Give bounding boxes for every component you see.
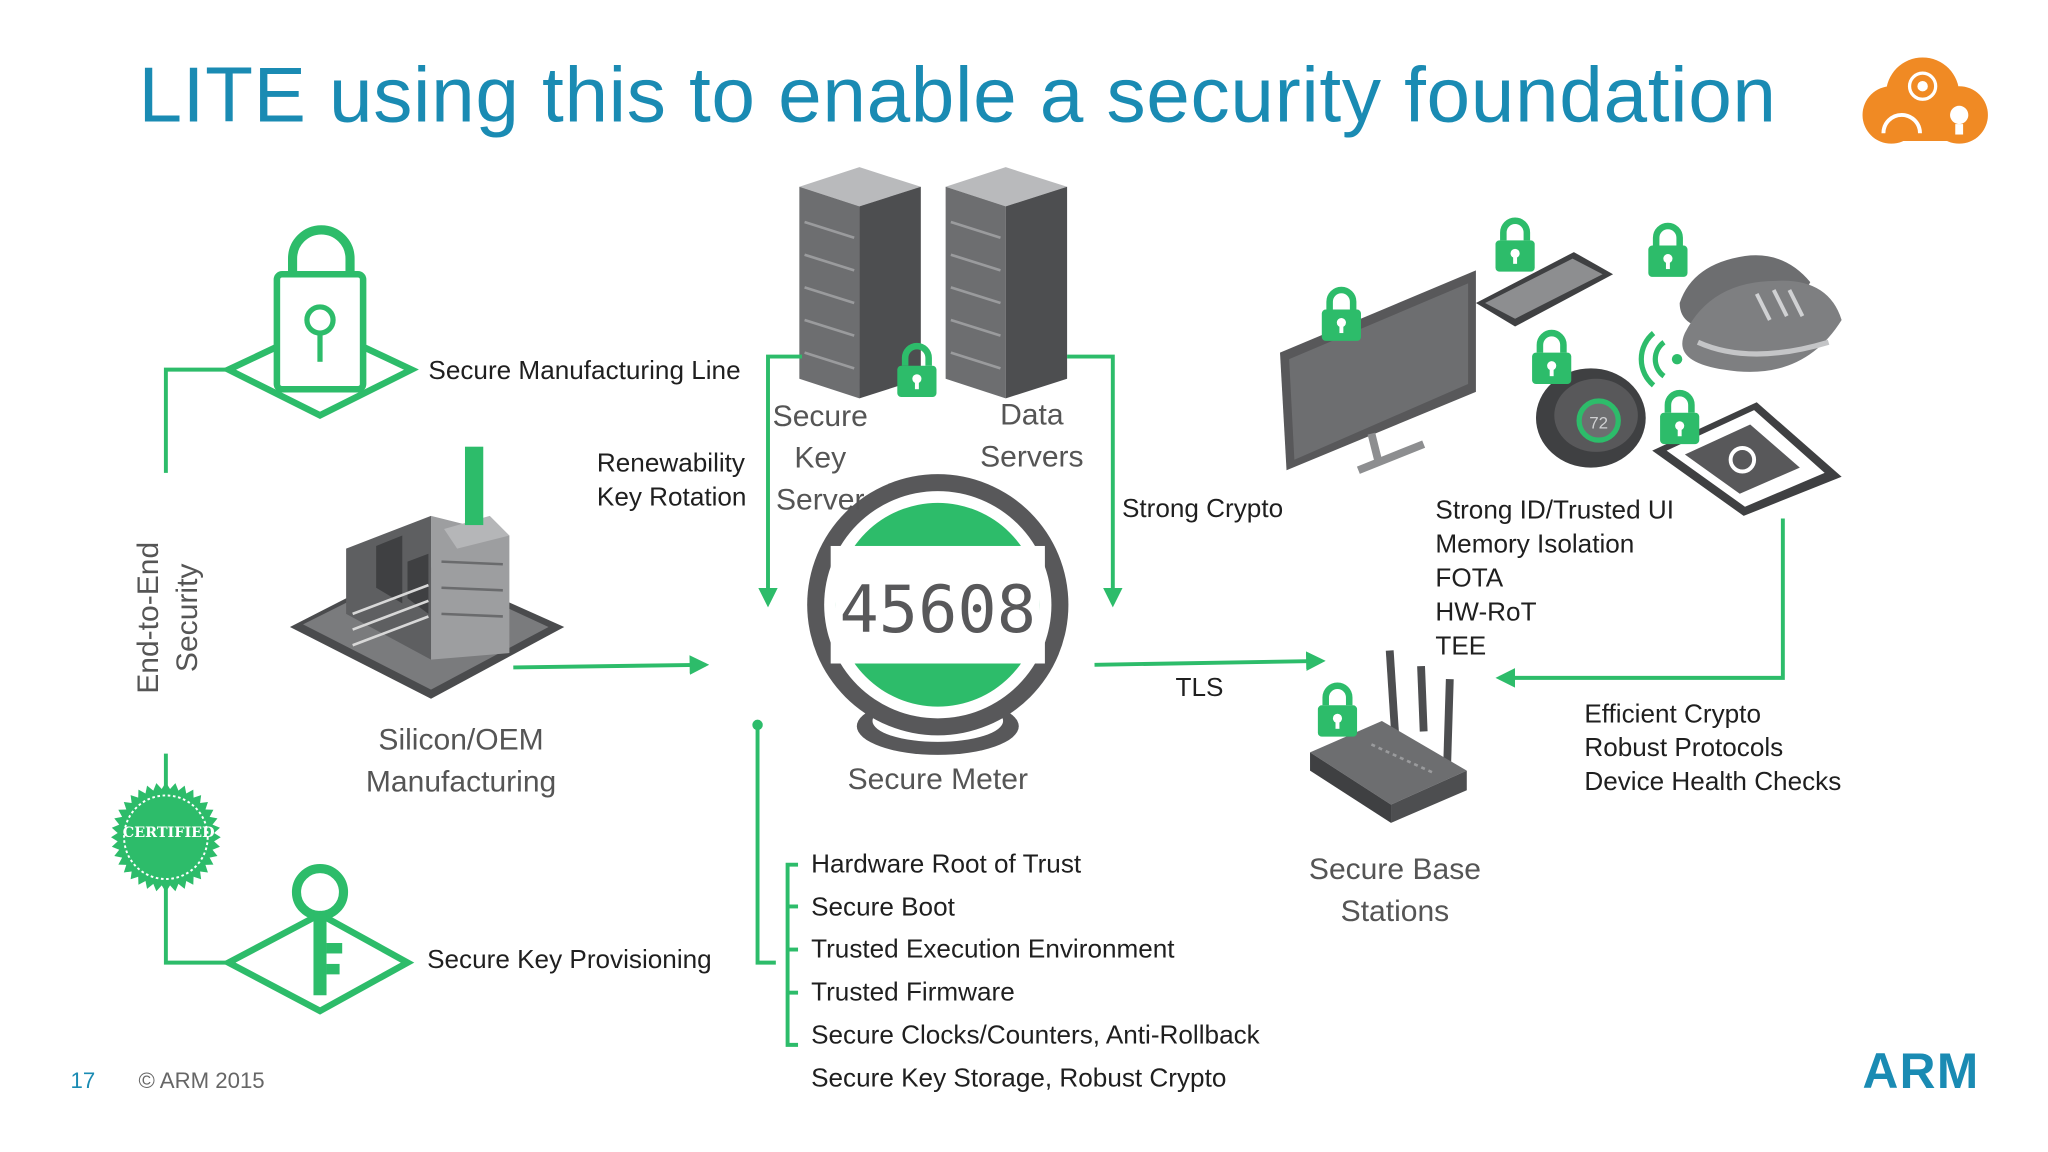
secure-key-provisioning-key-icon	[221, 863, 415, 1015]
base-feature-item: Robust Protocols	[1584, 734, 1784, 763]
data-servers-line2: Servers	[980, 438, 1084, 473]
silicon-oem-line1: Silicon/OEM	[378, 722, 544, 757]
secure-key-provisioning-label: Secure Key Provisioning	[427, 945, 712, 975]
device-feature-item: Strong ID/Trusted UI	[1435, 496, 1674, 526]
meter-reading: 45608	[840, 572, 1037, 648]
meter-features-bracket	[752, 719, 799, 1047]
phone-icon	[1475, 221, 1614, 327]
factory-to-meter-arrow	[513, 655, 710, 675]
secure-manufacturing-padlock-icon	[221, 225, 419, 419]
base-station-line2: Stations	[1340, 893, 1450, 928]
key-server-to-meter-arrow	[758, 354, 802, 608]
end-to-end-security-label: End-to-End Security	[128, 542, 206, 694]
certified-seal-icon	[111, 782, 221, 893]
page-number: 17	[70, 1068, 96, 1094]
side-label-line1: End-to-End	[130, 541, 165, 694]
renewability-label: Renewability Key Rotation	[597, 447, 747, 515]
device-features-list: Strong ID/Trusted UI Memory Isolation FO…	[1435, 494, 1674, 664]
meter-feature-item: Secure Key Storage, Robust Crypto	[811, 1063, 1227, 1093]
meter-to-base-station-arrow	[1094, 651, 1326, 671]
device-feature-item: HW-RoT	[1435, 598, 1537, 627]
meter-feature-item: Trusted Firmware	[811, 978, 1015, 1008]
secure-manufacturing-line-label: Secure Manufacturing Line	[428, 356, 741, 386]
key-server-line3: Server	[775, 481, 865, 516]
base-feature-item: Efficient Crypto	[1584, 700, 1761, 729]
slide-title: LITE using this to enable a security fou…	[138, 50, 1777, 139]
data-servers-label: Data Servers	[967, 393, 1098, 477]
side-label-line2: Security	[169, 563, 204, 673]
secure-key-server-label: Secure Key Server	[768, 394, 872, 519]
data-servers-line1: Data	[1000, 397, 1064, 432]
data-servers-icon	[945, 167, 1068, 399]
arm-logo: ARM	[1862, 1044, 1980, 1100]
cloud-logo-icon	[1862, 57, 1988, 144]
thermostat-icon: 72	[1532, 333, 1646, 468]
meter-feature-item: Secure Boot	[811, 892, 955, 922]
secure-meter-icon: 45608	[807, 474, 1069, 755]
silicon-oem-label: Silicon/OEM Manufacturing	[337, 718, 585, 802]
data-servers-to-meter-arrow	[1067, 354, 1123, 608]
tv-icon	[1279, 270, 1476, 474]
meter-feature-item: Secure Clocks/Counters, Anti-Rollback	[811, 1021, 1260, 1050]
device-feature-item: TEE	[1435, 632, 1487, 661]
strong-crypto-label: Strong Crypto	[1121, 495, 1284, 524]
tablet-icon	[1652, 393, 1842, 516]
base-station-line1: Secure Base	[1308, 851, 1481, 886]
copyright-text: © ARM 2015	[138, 1068, 265, 1094]
secure-base-stations-label: Secure Base Stations	[1290, 848, 1499, 932]
wireless-signal-icon	[1638, 331, 1683, 388]
meter-feature-item: Trusted Execution Environment	[811, 935, 1175, 965]
base-feature-item: Device Health Checks	[1584, 767, 1842, 797]
device-feature-item: Memory Isolation	[1435, 530, 1635, 560]
base-station-router-icon	[1310, 650, 1467, 823]
key-server-line2: Key	[794, 440, 847, 475]
thermostat-reading: 72	[1589, 413, 1608, 432]
tls-label: TLS	[1175, 673, 1224, 703]
certified-seal-text: CERTIFIED	[122, 824, 215, 842]
silicon-oem-line2: Manufacturing	[365, 764, 557, 799]
meter-feature-item: Hardware Root of Trust	[811, 850, 1082, 880]
renewability-line1: Renewability	[596, 449, 745, 479]
shoes-icon	[1648, 226, 1842, 372]
key-server-line1: Secure	[772, 398, 868, 433]
secure-key-server-icon	[799, 167, 936, 398]
devices-to-base-station-arrow	[1495, 518, 1785, 688]
secure-meter-label: Secure Meter	[847, 761, 1028, 796]
device-feature-item: FOTA	[1435, 564, 1504, 593]
factory-icon	[289, 446, 565, 699]
meter-features-list: Hardware Root of Trust Secure Boot Trust…	[811, 844, 1260, 1100]
renewability-line2: Key Rotation	[596, 483, 747, 512]
base-features-list: Efficient Crypto Robust Protocols Device…	[1584, 697, 1841, 799]
